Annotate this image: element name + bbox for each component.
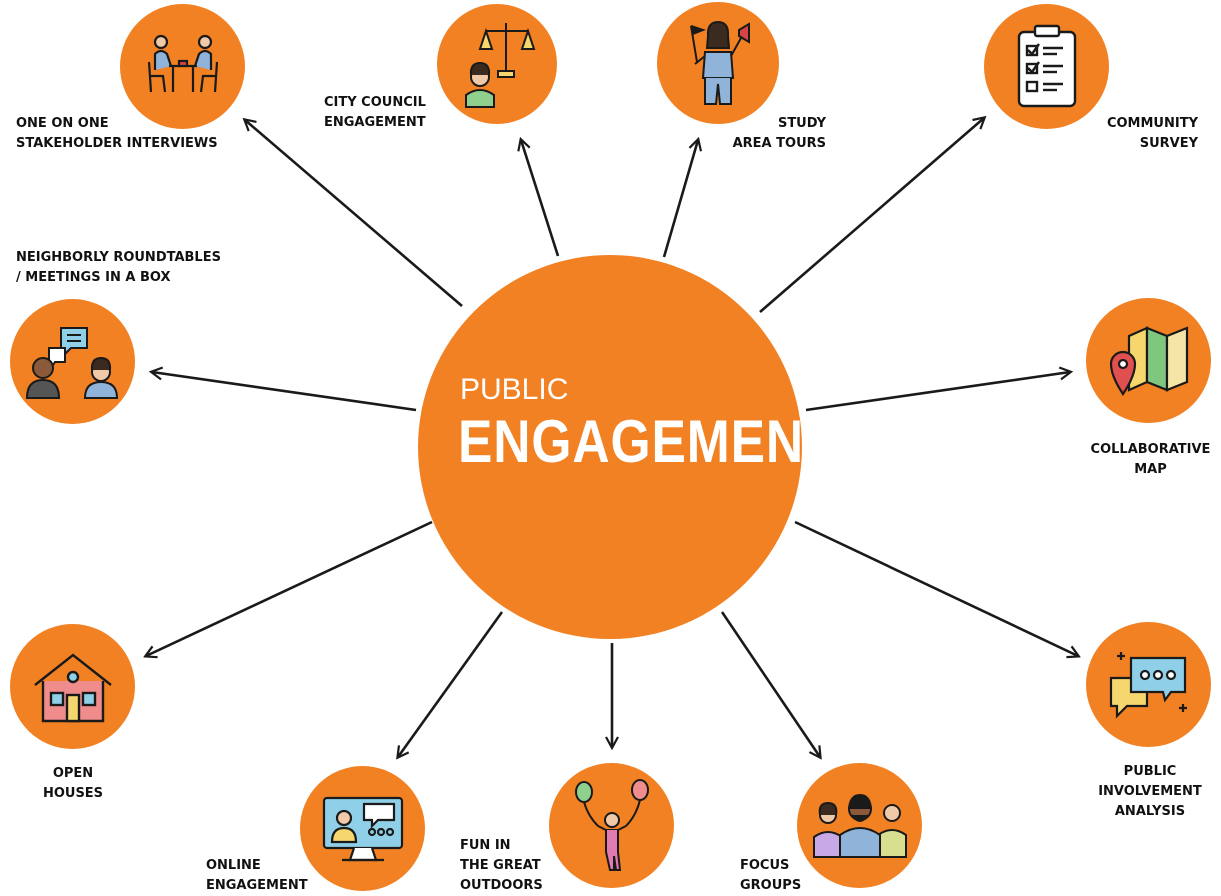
arrow-online [398, 611, 504, 757]
node-openhouses [10, 624, 135, 749]
public-engagement-hub: PUBLIC ENGAGEMENT [418, 255, 836, 639]
node-online [300, 766, 425, 891]
label-map: COLLABORATIVE MAP [1090, 442, 1211, 477]
label-openhouses: OPEN HOUSES [42, 766, 104, 801]
label-survey: COMMUNITY SURVEY [1106, 116, 1198, 151]
clipboard-checklist-icon [1017, 24, 1076, 107]
label-focus: FOCUS GROUPS [740, 858, 802, 893]
arrow-focus [720, 611, 820, 757]
scales-of-justice-icon [465, 23, 536, 108]
interview-table-icon [147, 34, 218, 92]
tour-guide-icon [690, 20, 750, 105]
node-roundtables [10, 299, 135, 424]
arrow-tours [662, 140, 698, 258]
node-focus [797, 763, 922, 888]
folded-map-pin-icon [1109, 325, 1188, 396]
arrow-interviews [245, 120, 463, 307]
conversation-icon [25, 326, 118, 399]
label-outdoors: FUN IN THE GREAT OUTDOORS [460, 838, 543, 893]
balloons-person-icon [574, 778, 649, 871]
node-outdoors [549, 763, 674, 888]
hub-title-line2: ENGAGEMENT [458, 408, 837, 475]
node-analysis [1086, 622, 1211, 747]
node-map [1086, 298, 1211, 423]
hub-title-line1: PUBLIC [460, 373, 569, 406]
node-interviews [120, 4, 245, 129]
computer-chat-icon [322, 796, 403, 861]
arrow-roundtables [152, 372, 417, 412]
arrow-survey [759, 118, 984, 313]
label-interviews: ONE ON ONE STAKEHOLDER INTERVIEWS [16, 116, 218, 151]
group-people-icon [812, 793, 907, 858]
label-online: ONLINE ENGAGEMENT [206, 858, 308, 893]
label-tours: STUDY AREA TOURS [732, 116, 826, 151]
arrow-openhouses [146, 520, 433, 656]
label-roundtables: NEIGHBORLY ROUNDTABLES / MEETINGS IN A B… [16, 250, 221, 285]
speech-bubbles-icon [1109, 651, 1187, 719]
arrow-analysis [794, 520, 1078, 656]
node-tours [657, 2, 779, 124]
node-council [437, 4, 557, 124]
arrow-council [521, 140, 560, 257]
arrow-map [805, 372, 1070, 412]
house-icon [33, 652, 112, 722]
label-analysis: PUBLIC INVOLVEMENT ANALYSIS [1098, 764, 1202, 819]
node-survey [984, 4, 1109, 129]
label-council: CITY COUNCIL ENGAGEMENT [324, 95, 426, 130]
